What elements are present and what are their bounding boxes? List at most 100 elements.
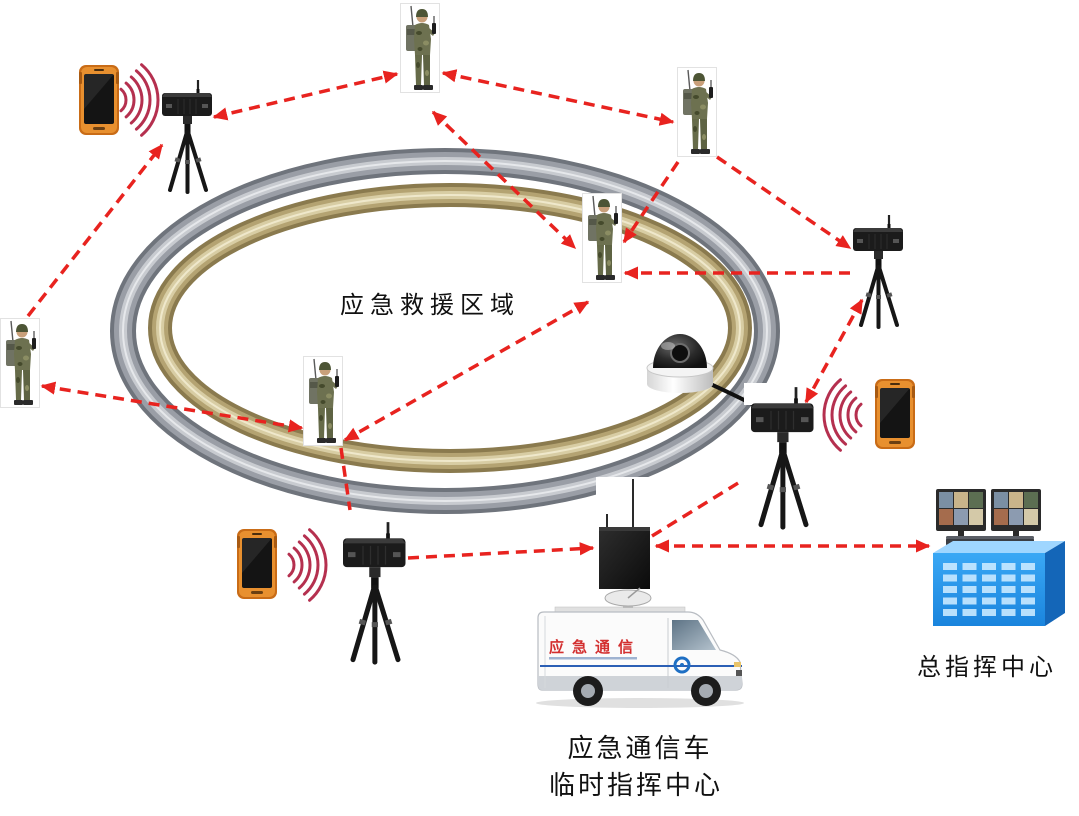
monitor-video-tile [1009, 509, 1023, 525]
soldier-icon [303, 356, 343, 446]
monitor-video-tile [954, 509, 968, 525]
monitor-video-tile [969, 509, 983, 525]
link-soldier-ne-soldier-center [622, 161, 680, 244]
monitor-stand [958, 531, 964, 536]
building-window [943, 574, 957, 582]
tripod-relay-icon [160, 80, 214, 194]
soldier-icon [582, 193, 622, 283]
building-window [943, 597, 957, 605]
camera-dome-gloss [661, 342, 675, 350]
soldier-icon [400, 3, 440, 93]
building-top-face [933, 541, 1065, 553]
building-window [982, 597, 996, 605]
monitor-video-tile [939, 509, 953, 525]
building-window [962, 586, 977, 593]
emergency-comm-van-icon: 应急通信 [536, 587, 744, 708]
wireless-signal-icon [119, 63, 160, 137]
monitor-screen [939, 492, 983, 525]
monitor-stand [1013, 531, 1019, 536]
monitor-video-tile [1024, 509, 1038, 525]
building-window [943, 563, 957, 570]
van-side-subline [549, 657, 637, 660]
rugged-phone-icon [875, 379, 915, 449]
operator-logo-icon [673, 656, 691, 674]
link-soldier-sw-relay-s [339, 447, 352, 511]
building-window [1021, 609, 1035, 616]
signal-wave-arc [129, 75, 144, 125]
building-window [1021, 563, 1035, 570]
building-window [962, 574, 977, 582]
link-relay-nw-soldier-n [212, 70, 399, 121]
van-wheel-hub [581, 684, 595, 698]
building-side-face [1045, 541, 1065, 626]
building-window [982, 586, 996, 593]
monitor-video-tile [1024, 492, 1038, 508]
soldier-icon [0, 318, 40, 408]
operator-logo-dot [680, 663, 684, 667]
comm-vehicle-label: 应急通信车 [567, 734, 712, 764]
building-window [1001, 574, 1016, 582]
building-window [1001, 563, 1016, 570]
building-window [1001, 609, 1016, 616]
van-grille [736, 670, 742, 676]
building-window [943, 609, 957, 616]
radio-case [599, 527, 650, 589]
radio-base-station-icon [596, 477, 652, 591]
building-window [943, 586, 957, 593]
building-window [962, 563, 977, 570]
temporary-command-label: 临时指挥中心 [549, 771, 723, 801]
dome-camera-icon [646, 334, 714, 393]
building-window [1001, 597, 1016, 605]
console-desk-top [946, 536, 1034, 539]
rescue-area-label: 应急救援区域 [340, 291, 520, 319]
building-window [982, 563, 996, 570]
monitor-screen [994, 492, 1038, 525]
building-window [962, 609, 977, 616]
signal-wave-arc [287, 552, 296, 578]
rugged-phone-icon [79, 65, 119, 135]
building-window [1001, 586, 1016, 593]
van-headlight [734, 662, 741, 667]
signal-wave-arc [302, 534, 320, 596]
signal-wave-arc [124, 81, 136, 119]
link-soldier-ne-relay-e [716, 155, 852, 250]
rugged-phone-icon [237, 529, 277, 599]
inner-ring-highlight [156, 191, 744, 465]
signal-wave-arc [854, 402, 863, 428]
van-window [672, 620, 716, 650]
monitor-video-tile [1009, 492, 1023, 508]
link-soldier-w-soldier-sw [40, 381, 304, 433]
monitor-video-tile [939, 492, 953, 508]
van-wheel-hub [699, 684, 713, 698]
wireless-signal-icon [287, 528, 328, 602]
link-relay-s-radio-station [407, 542, 595, 560]
building-windows [943, 563, 1035, 616]
command-center-icon [933, 489, 1065, 626]
signal-wave-arc [134, 69, 152, 131]
van-side-text: 应急通信 [549, 638, 641, 656]
signal-wave-arc [297, 540, 312, 590]
link-soldier-w-relay-nw [26, 143, 164, 318]
soldier-icon [677, 67, 717, 157]
command-center-label: 总指挥中心 [917, 653, 1057, 681]
camera-lens [670, 343, 690, 363]
signal-wave-arc [140, 63, 160, 137]
dish-feed [627, 587, 641, 599]
van-roof-rack [554, 606, 686, 613]
radio-case-top [599, 527, 650, 531]
monitor-video-tile [954, 492, 968, 508]
tripod-relay-icon [343, 522, 406, 662]
signal-wave-arc [308, 528, 328, 602]
inner-zone-ring [148, 183, 752, 473]
link-soldier-n-soldier-ne [441, 69, 675, 126]
tripod-relay-icon [751, 387, 814, 527]
building-window [1021, 586, 1035, 593]
monitor-video-tile [994, 509, 1008, 525]
building-window [982, 609, 996, 616]
monitor-video-tile [969, 492, 983, 508]
signal-wave-arc [119, 87, 128, 113]
monitor-icon [991, 489, 1041, 536]
link-radio-station-relay-se [651, 478, 744, 538]
